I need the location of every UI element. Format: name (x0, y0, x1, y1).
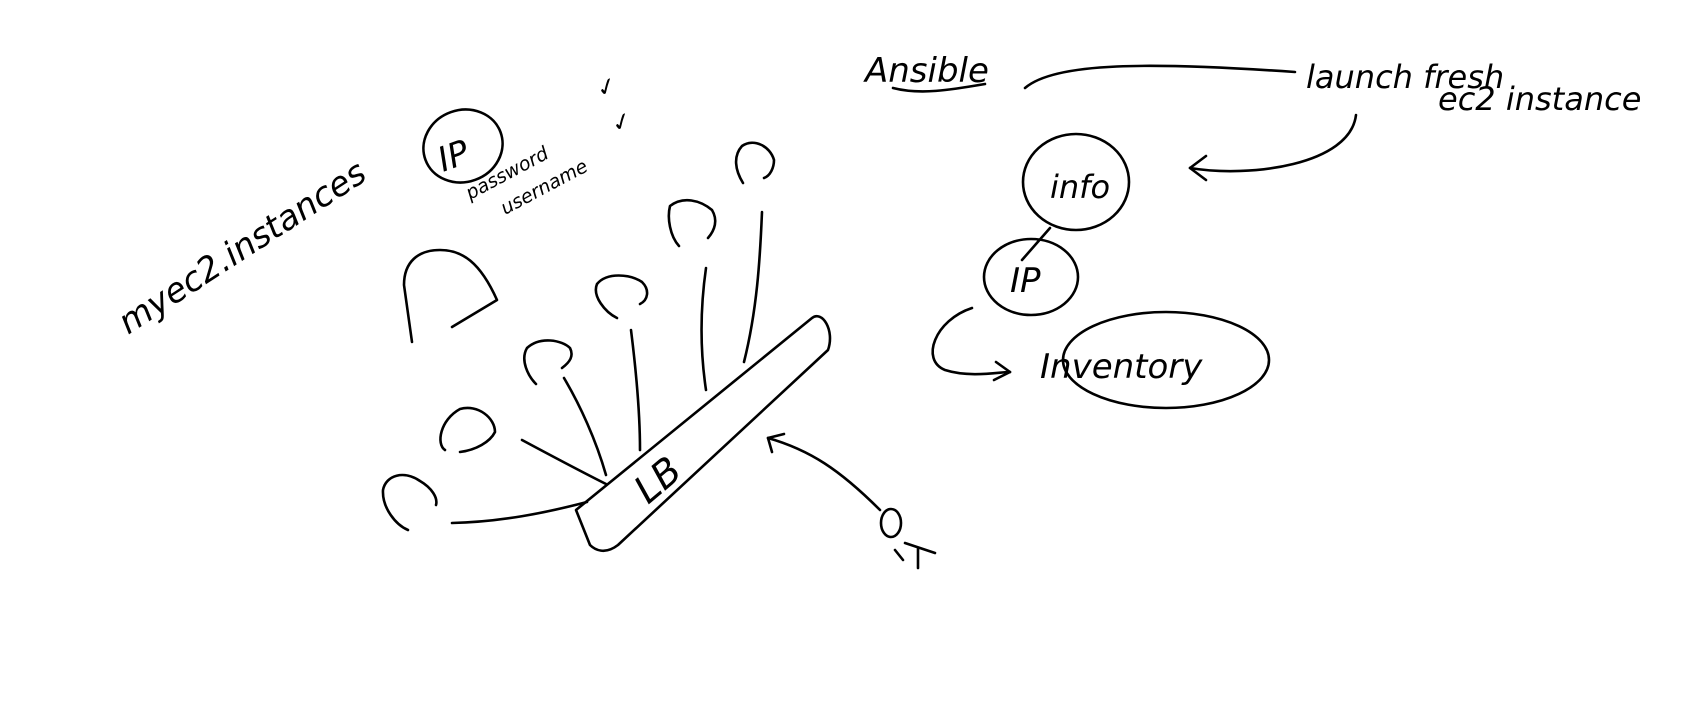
ansible-to-launch-line (1023, 64, 1297, 90)
myec2-instances-label: myec2.instances (111, 153, 374, 343)
ip-to-inventory-arrow (931, 306, 1012, 376)
connector-line (450, 500, 589, 525)
connector-line (700, 266, 708, 392)
user-body-icon (893, 541, 937, 570)
connector-line (629, 328, 642, 452)
ec2-instance-icon (439, 406, 497, 454)
ec2-instance-icon (523, 339, 573, 386)
ansible-label: Ansible (863, 51, 989, 91)
ec2-instance-icon (734, 141, 776, 185)
ec2-instance-label: ec2 instance (1438, 80, 1641, 118)
info-label: info (1050, 168, 1110, 206)
connector-line (562, 376, 608, 477)
user-arrow-line (766, 436, 882, 512)
load-balancer-label: LB (626, 448, 690, 512)
info-bubble (1021, 132, 1131, 232)
ansible-underline (891, 82, 987, 93)
ip-label-left: IP (432, 132, 475, 180)
arrow-head-icon (766, 432, 786, 454)
arrow-head-icon (1188, 154, 1208, 182)
arrow-head-icon (992, 360, 1012, 382)
username-check-icon: ✓ (607, 105, 635, 138)
ec2-instance-icon (667, 198, 717, 248)
ip-bubble-right (982, 237, 1080, 317)
connector-line (742, 210, 764, 364)
inventory-bubble (1061, 310, 1271, 410)
password-check-icon: ✓ (592, 70, 620, 103)
ec2-instance-icon (381, 473, 438, 532)
ip-label-right: IP (1010, 261, 1041, 301)
launch-to-info-arrow (1188, 113, 1358, 173)
load-balancer-box (574, 314, 832, 553)
ip-credentials-bubble (422, 108, 504, 184)
ec2-instance-icon (402, 248, 499, 344)
ec2-instance-icon (594, 274, 649, 320)
info-to-ip-line (1020, 226, 1052, 262)
connector-line (520, 438, 608, 486)
launch-fresh-label: launch fresh (1306, 58, 1504, 96)
user-head-icon (879, 507, 903, 539)
inventory-label: Inventory (1040, 347, 1203, 387)
